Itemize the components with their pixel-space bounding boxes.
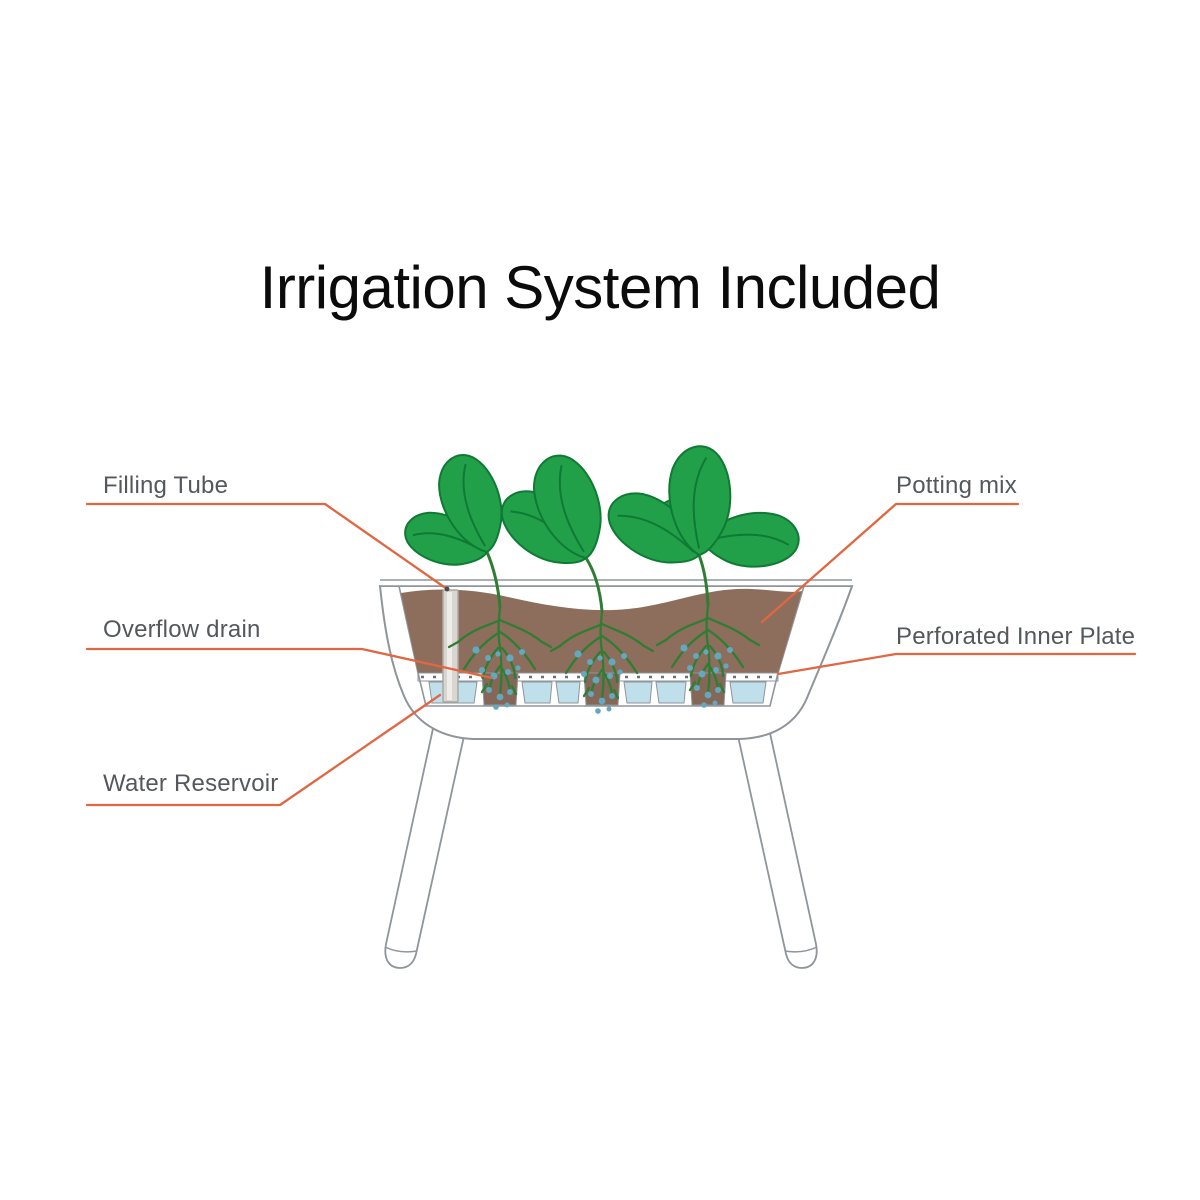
label-filling-tube: Filling Tube	[103, 472, 229, 499]
callout-line-potting-mix	[760, 502, 1020, 624]
callout-line-overflow-drain	[85, 647, 494, 680]
plant-3	[597, 440, 804, 607]
callout-line-water-reservoir	[85, 693, 442, 807]
callout-line-perforated-plate	[776, 652, 1137, 676]
callout-endpoint-dot	[444, 586, 450, 592]
label-potting-mix: Potting mix	[896, 472, 1017, 499]
planter-legs	[384, 723, 818, 969]
planter-rim	[380, 579, 852, 587]
callout-lines	[85, 502, 1137, 807]
label-overflow-drain: Overflow drain	[103, 616, 261, 643]
label-perforated-inner-plate: Perforated Inner Plate	[896, 623, 1136, 650]
callout-line-filling-tube	[85, 502, 449, 591]
label-water-reservoir: Water Reservoir	[103, 770, 279, 797]
plant-1	[401, 449, 509, 609]
water-reservoir-cells	[428, 681, 767, 704]
page-title: Irrigation System Included	[259, 254, 941, 321]
plant-2	[488, 449, 609, 613]
